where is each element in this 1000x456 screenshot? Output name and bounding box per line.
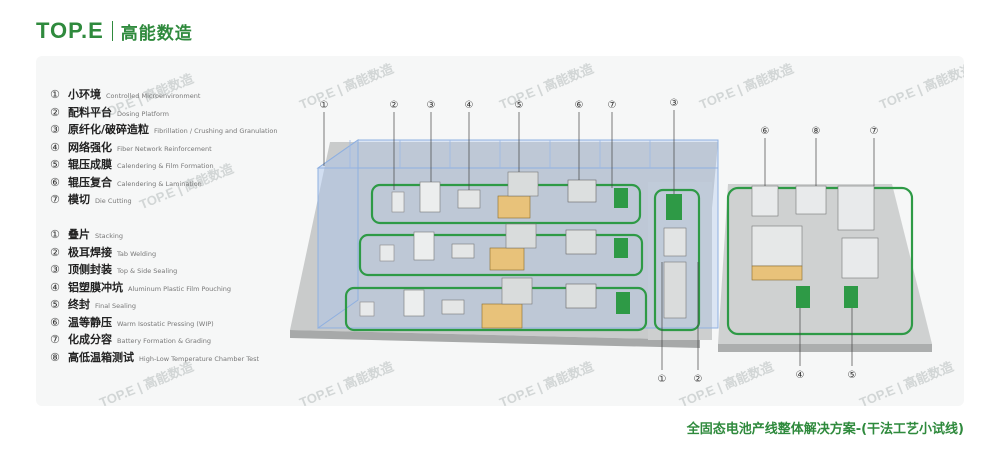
callout-top-5: ⑤ [515, 100, 524, 111]
brand-name: 高能数造 [120, 23, 193, 44]
loop-row-3 [344, 286, 648, 332]
callout-top-2: ② [390, 100, 399, 111]
leader-lines [323, 110, 875, 370]
legend-number: ② [50, 105, 60, 119]
callout-top-6: ⑥ [575, 100, 584, 111]
legend-item: ⑦ 模切 Die Cutting [50, 191, 278, 209]
legend-label-cn: 原纤化/破碎造粒 [68, 123, 150, 136]
callout-top-7: ⑦ [608, 100, 617, 111]
legend-label-en: Battery Formation & Grading [117, 337, 212, 345]
legend-item: ⑥ 温等静压 Warm Isostatic Pressing (WIP) [50, 314, 259, 332]
legend-number: ⑧ [50, 350, 60, 364]
production-loops [344, 183, 914, 336]
legend-number: ⑦ [50, 333, 60, 346]
legend-label-en: Calendering & Film Formation [117, 162, 214, 170]
legend-electrode-process: ① 小环境 Controlled Microenvironment ② 配料平台 Dos… [50, 86, 278, 209]
callout-right-8: ⑧ [812, 126, 821, 137]
legend-item: ⑥ 辊压复合 Calendering & Lamination [50, 174, 278, 192]
legend-number: ① [50, 228, 60, 241]
row-2-equipment [379, 223, 628, 271]
legend-label-cn: 辊压复合 [68, 175, 112, 189]
brand-divider [111, 21, 113, 41]
floor-left [290, 142, 718, 340]
legend-item: ③ 顶侧封装 Top & Side Sealing [50, 261, 259, 279]
legend-number: ① [50, 88, 60, 101]
legend-label-cn: 模切 [68, 193, 90, 206]
dry-room-equipment [663, 194, 687, 319]
legend-item: ② 极耳焊接 Tab Welding [50, 244, 259, 262]
legend-label-en: Dosing Platform [117, 109, 169, 118]
legend-label-en: Tab Welding [117, 249, 157, 258]
loop-row-1 [370, 183, 642, 225]
legend-item: ⑤ 辊压成膜 Calendering & Film Formation [50, 156, 278, 174]
legend-item: ⑧ 高低温箱测试 High-Low Temperature Chamber Test [50, 349, 259, 367]
legend-item: ⑦ 化成分容 Battery Formation & Grading [50, 331, 259, 349]
legend-item: ① 叠片 Stacking [50, 226, 259, 244]
legend-item: ① 小环境 Controlled Microenvironment [50, 86, 278, 104]
callout-bottom-1: ① [658, 374, 667, 385]
row-1-equipment [391, 171, 628, 219]
legend-number: ⑦ [50, 193, 60, 206]
legend-number: ⑥ [50, 175, 60, 189]
callout-right-7: ⑦ [870, 126, 879, 137]
legend-item: ② 配料平台 Dosing Platform [50, 104, 278, 122]
legend-label-en: Aluminum Plastic Film Pouching [128, 284, 232, 293]
legend-label-cn: 辊压成膜 [68, 158, 112, 171]
legend-label-en: Calendering & Lamination [117, 179, 202, 188]
legend-label-cn: 叠片 [68, 228, 90, 241]
brand-logo: TOP.E [36, 18, 104, 43]
callout-top-3: ③ [427, 100, 436, 111]
legend-label-en: Fiber Network Reinforcement [117, 144, 212, 153]
legend-label-en: Top & Side Sealing [117, 267, 178, 275]
legend-label-cn: 高低温箱测试 [68, 350, 134, 364]
brand-header: TOP.E 高能数造 [36, 18, 193, 44]
legend-item: ④ 铝塑膜冲坑 Aluminum Plastic Film Pouching [50, 279, 259, 297]
row-3-equipment [359, 277, 630, 329]
floor-right [718, 184, 932, 344]
legend-label-cn: 化成分容 [68, 333, 112, 346]
legend-label-cn: 配料平台 [68, 105, 112, 119]
legend-number: ⑥ [50, 315, 60, 329]
legend-label-en: Die Cutting [95, 197, 132, 205]
callout-bottom-2: ② [694, 374, 703, 385]
legend-label-cn: 终封 [68, 298, 90, 311]
legend-label-en: Fibrillation / Crushing and Granulation [154, 127, 278, 135]
legend-number: ⑤ [50, 298, 60, 311]
loop-dry-room [653, 188, 701, 332]
legend-number: ② [50, 245, 60, 259]
legend-number: ④ [50, 280, 60, 294]
legend-label-en: High-Low Temperature Chamber Test [139, 354, 260, 363]
legend-number: ⑤ [50, 158, 60, 171]
legend-number: ③ [50, 263, 60, 276]
legend-label-en: Final Sealing [95, 302, 137, 310]
callout-top-1: ① [320, 100, 329, 111]
callout-mid-3: ③ [670, 98, 679, 109]
legend-label-cn: 温等静压 [68, 315, 112, 329]
callout-bottom-4: ④ [796, 370, 805, 381]
legend-label-cn: 网络强化 [68, 140, 112, 154]
legend-label-cn: 铝塑膜冲坑 [68, 280, 123, 294]
legend-label-cn: 顶侧封装 [68, 263, 112, 276]
loop-row-2 [358, 233, 644, 277]
callout-bottom-5: ⑤ [848, 370, 857, 381]
legend-label-en: Warm Isostatic Pressing (WIP) [117, 319, 214, 328]
solution-title: 全固态电池产线整体解决方案-(干法工艺小试线) [686, 422, 964, 437]
legend-label-cn: 小环境 [68, 88, 101, 101]
legend-number: ③ [50, 123, 60, 136]
callout-right-6: ⑥ [761, 126, 770, 137]
legend-item: ⑤ 终封 Final Sealing [50, 296, 259, 314]
right-hall-equipment [751, 185, 879, 308]
legend-label-en: Stacking [95, 232, 124, 240]
floor-left-edge [290, 330, 700, 348]
legend-label-cn: 极耳焊接 [68, 245, 112, 259]
callout-top-4: ④ [465, 100, 474, 111]
legend-label-en: Controlled Microenvironment [106, 92, 201, 100]
legend-number: ④ [50, 140, 60, 154]
legend-cell-assembly-process: ① 叠片 Stacking ② 极耳焊接 Tab Welding ③ 顶侧封装 Top & … [50, 226, 259, 366]
legend-item: ③ 原纤化/破碎造粒 Fibrillation / Crushing and Gra… [50, 121, 278, 139]
floor-right-edge [718, 344, 932, 352]
enclosure-ceiling-lines [349, 140, 651, 168]
legend-item: ④ 网络强化 Fiber Network Reinforcement [50, 139, 278, 157]
